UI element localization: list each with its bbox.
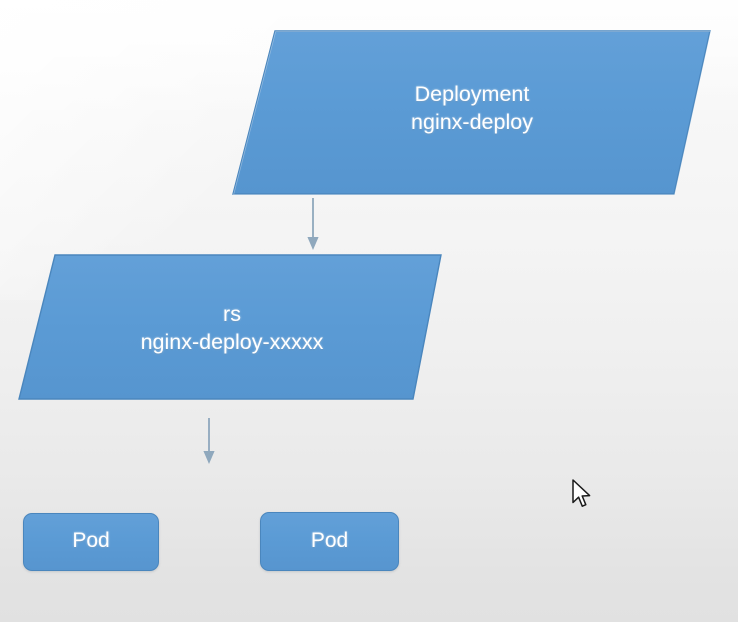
replicaset-node-shape[interactable] [14, 250, 450, 405]
down-arrow-icon-replicaset-to-pods [203, 418, 215, 464]
pod-node-1[interactable] [23, 513, 159, 571]
deployment-node-shape[interactable] [228, 26, 718, 201]
pod-node-2[interactable] [260, 512, 399, 571]
mouse-pointer-icon [572, 479, 591, 507]
down-arrow-icon-deployment-to-replicaset [307, 198, 319, 250]
